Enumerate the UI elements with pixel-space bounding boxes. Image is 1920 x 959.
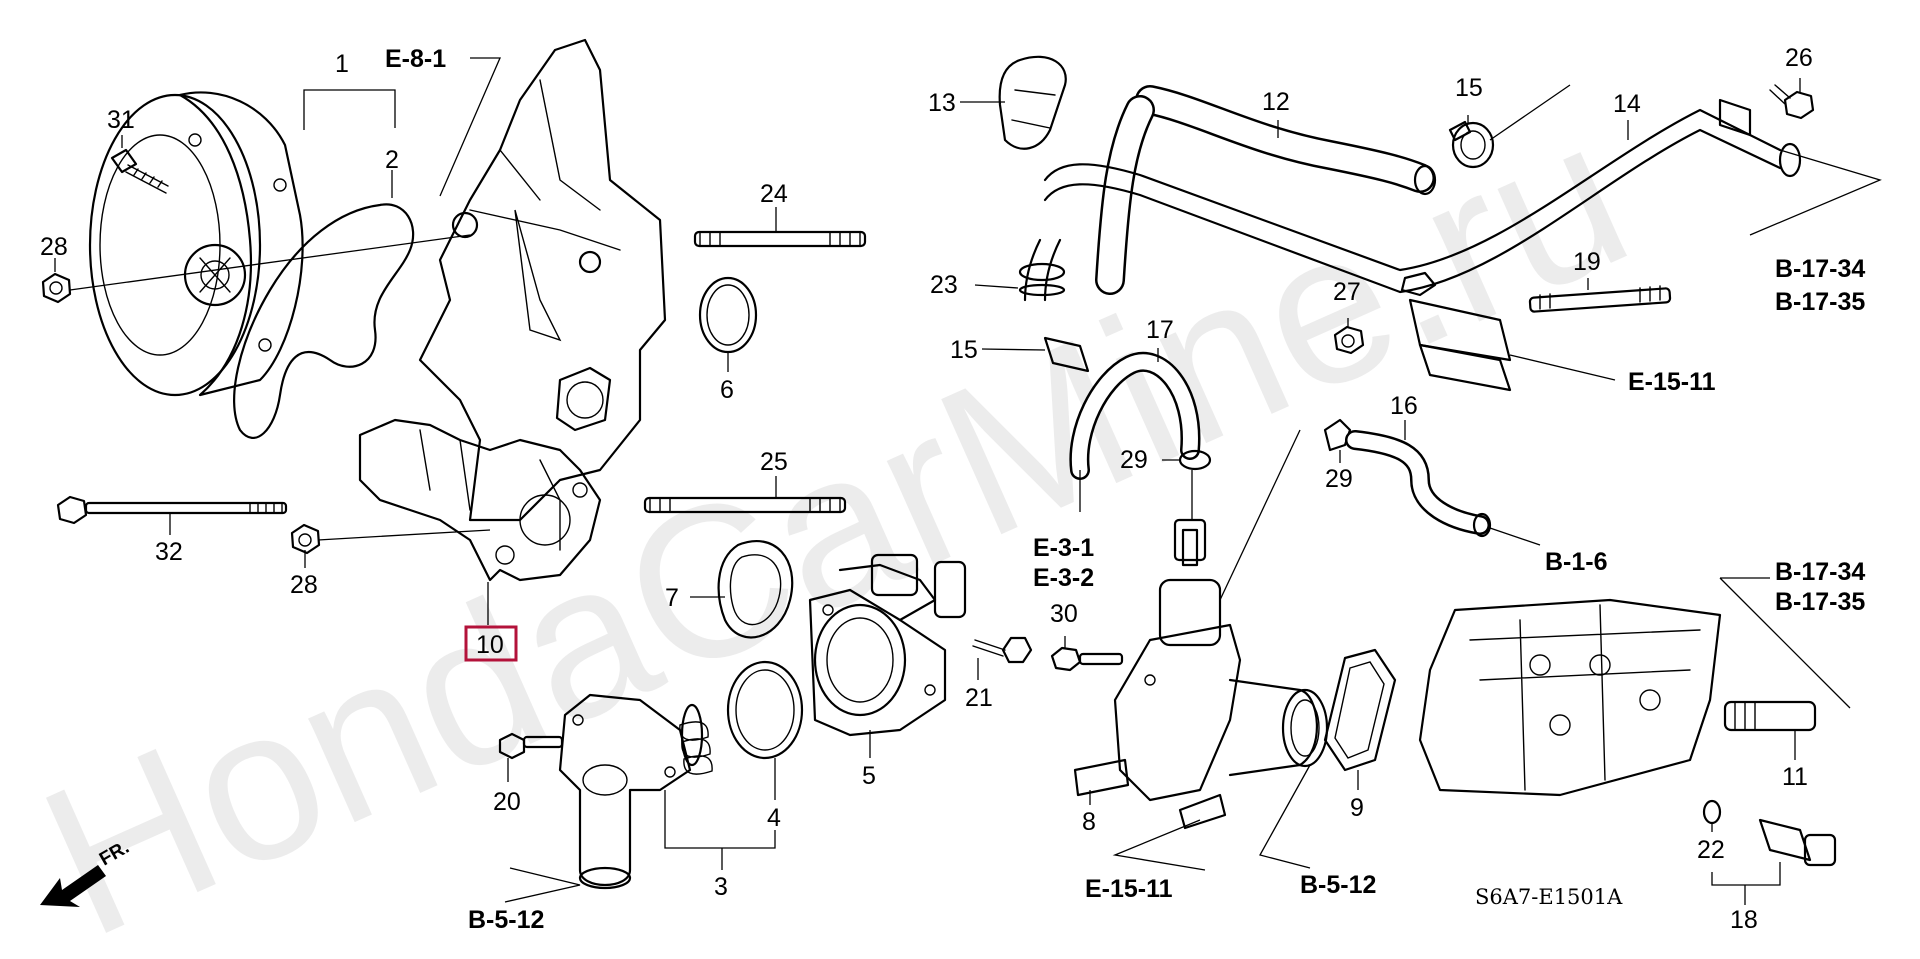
ref-b-17-34-top[interactable]: B-17-34 — [1775, 255, 1865, 283]
ref-e-8-1[interactable]: E-8-1 — [385, 45, 446, 73]
part-number-28-upper[interactable]: 28 — [40, 233, 68, 261]
o-ring-23[interactable] — [1018, 262, 1066, 297]
part-number-29-right[interactable]: 29 — [1325, 465, 1353, 493]
o-ring-2[interactable] — [233, 203, 415, 439]
part-number-19[interactable]: 19 — [1573, 248, 1601, 276]
part-number-4[interactable]: 4 — [767, 804, 781, 832]
ref-b-5-12-left[interactable]: B-5-12 — [468, 906, 544, 934]
nut-27[interactable] — [1333, 325, 1365, 355]
part-number-24[interactable]: 24 — [760, 180, 788, 208]
bracket-27[interactable] — [1400, 271, 1512, 392]
stud-24[interactable] — [693, 230, 867, 248]
nut-28-upper[interactable] — [41, 272, 72, 304]
part-number-32[interactable]: 32 — [155, 538, 183, 566]
washer-22[interactable] — [1702, 799, 1722, 825]
water-passage-8[interactable] — [1073, 518, 1329, 830]
part-number-16[interactable]: 16 — [1390, 392, 1418, 420]
stud-19[interactable] — [1528, 285, 1672, 313]
gasket-9[interactable] — [1323, 648, 1397, 772]
water-outlet-5[interactable] — [808, 553, 967, 737]
part-number-27[interactable]: 27 — [1333, 278, 1361, 306]
ref-e-3-1[interactable]: E-3-1 — [1033, 534, 1094, 562]
part-number-6[interactable]: 6 — [720, 376, 734, 404]
part-number-22[interactable]: 22 — [1697, 836, 1725, 864]
part-number-21[interactable]: 21 — [965, 684, 993, 712]
part-number-15-left[interactable]: 15 — [950, 336, 978, 364]
highlight-box-10 — [464, 625, 518, 662]
bolt-20[interactable] — [498, 732, 564, 760]
part-number-17[interactable]: 17 — [1146, 316, 1174, 344]
cylinder-head-section — [1418, 598, 1722, 797]
hose-17[interactable] — [1069, 351, 1201, 480]
part-number-20[interactable]: 20 — [493, 788, 521, 816]
diagram-code: S6A7-E1501A — [1475, 885, 1623, 909]
part-number-9[interactable]: 9 — [1350, 794, 1364, 822]
clip-13[interactable] — [998, 55, 1067, 150]
bolt-21[interactable] — [972, 636, 1033, 664]
thermostat-spring[interactable] — [679, 703, 713, 775]
part-number-12[interactable]: 12 — [1262, 88, 1290, 116]
part-number-14[interactable]: 14 — [1613, 90, 1641, 118]
ref-b-5-12-right[interactable]: B-5-12 — [1300, 871, 1376, 899]
bolt-32[interactable] — [56, 495, 288, 525]
bolt-26[interactable] — [1769, 84, 1815, 120]
part-number-29-middle[interactable]: 29 — [1120, 446, 1148, 474]
nut-28-lower[interactable] — [290, 523, 321, 555]
front-arrow-icon — [40, 865, 106, 907]
part-number-18[interactable]: 18 — [1730, 906, 1758, 934]
bolt-31[interactable] — [110, 148, 169, 194]
part-number-13[interactable]: 13 — [928, 89, 956, 117]
ref-b-1-6[interactable]: B-1-6 — [1545, 548, 1608, 576]
thermostat-housing-3[interactable] — [558, 693, 692, 890]
ref-b-17-35-top[interactable]: B-17-35 — [1775, 288, 1865, 316]
part-number-11[interactable]: 11 — [1782, 763, 1808, 791]
ref-e-15-11-bottom[interactable]: E-15-11 — [1085, 875, 1173, 903]
part-labels: 1 2 31 28 24 6 25 32 28 7 20 4 3 5 21 30… — [40, 44, 1813, 934]
reference-labels: E-8-1 B-5-12 B-17-34 B-17-35 E-15-11 E-3… — [385, 45, 1865, 934]
hose-16[interactable] — [1345, 430, 1492, 538]
part-number-8[interactable]: 8 — [1082, 808, 1096, 836]
part-number-3[interactable]: 3 — [714, 873, 728, 901]
part-number-31[interactable]: 31 — [107, 106, 135, 134]
leader-lines — [54, 57, 1882, 905]
part-number-7[interactable]: 7 — [665, 584, 679, 612]
gasket-7[interactable] — [717, 539, 794, 639]
engine-housing — [418, 38, 667, 522]
seal-ring-4[interactable] — [726, 660, 804, 760]
ref-b-17-34-right[interactable]: B-17-34 — [1775, 558, 1865, 586]
sensor-18[interactable] — [1758, 818, 1837, 867]
part-number-30[interactable]: 30 — [1050, 600, 1078, 628]
part-number-25[interactable]: 25 — [760, 448, 788, 476]
part-number-15-top[interactable]: 15 — [1455, 74, 1483, 102]
hose-12[interactable] — [1095, 85, 1437, 295]
bracket-10[interactable] — [358, 418, 602, 582]
clamp-15-top[interactable] — [1448, 120, 1495, 169]
part-number-10[interactable]: 10 — [476, 631, 504, 659]
stud-25[interactable] — [643, 496, 847, 514]
part-number-26[interactable]: 26 — [1785, 44, 1813, 72]
pipe-bracket — [1718, 98, 1752, 137]
water-pump[interactable] — [88, 91, 304, 397]
clamp-15-left[interactable] — [1043, 336, 1090, 373]
part-number-1[interactable]: 1 — [335, 50, 349, 78]
bolt-30[interactable] — [1050, 646, 1124, 672]
ref-b-17-35-right[interactable]: B-17-35 — [1775, 588, 1865, 616]
ref-e-3-2[interactable]: E-3-2 — [1033, 564, 1094, 592]
o-ring-6[interactable] — [698, 276, 758, 354]
part-number-5[interactable]: 5 — [862, 762, 876, 790]
ref-e-15-11-top[interactable]: E-15-11 — [1628, 368, 1716, 396]
sensor-11[interactable] — [1723, 700, 1817, 732]
part-number-2[interactable]: 2 — [385, 146, 399, 174]
part-number-23[interactable]: 23 — [930, 271, 958, 299]
part-number-28-lower[interactable]: 28 — [290, 571, 318, 599]
